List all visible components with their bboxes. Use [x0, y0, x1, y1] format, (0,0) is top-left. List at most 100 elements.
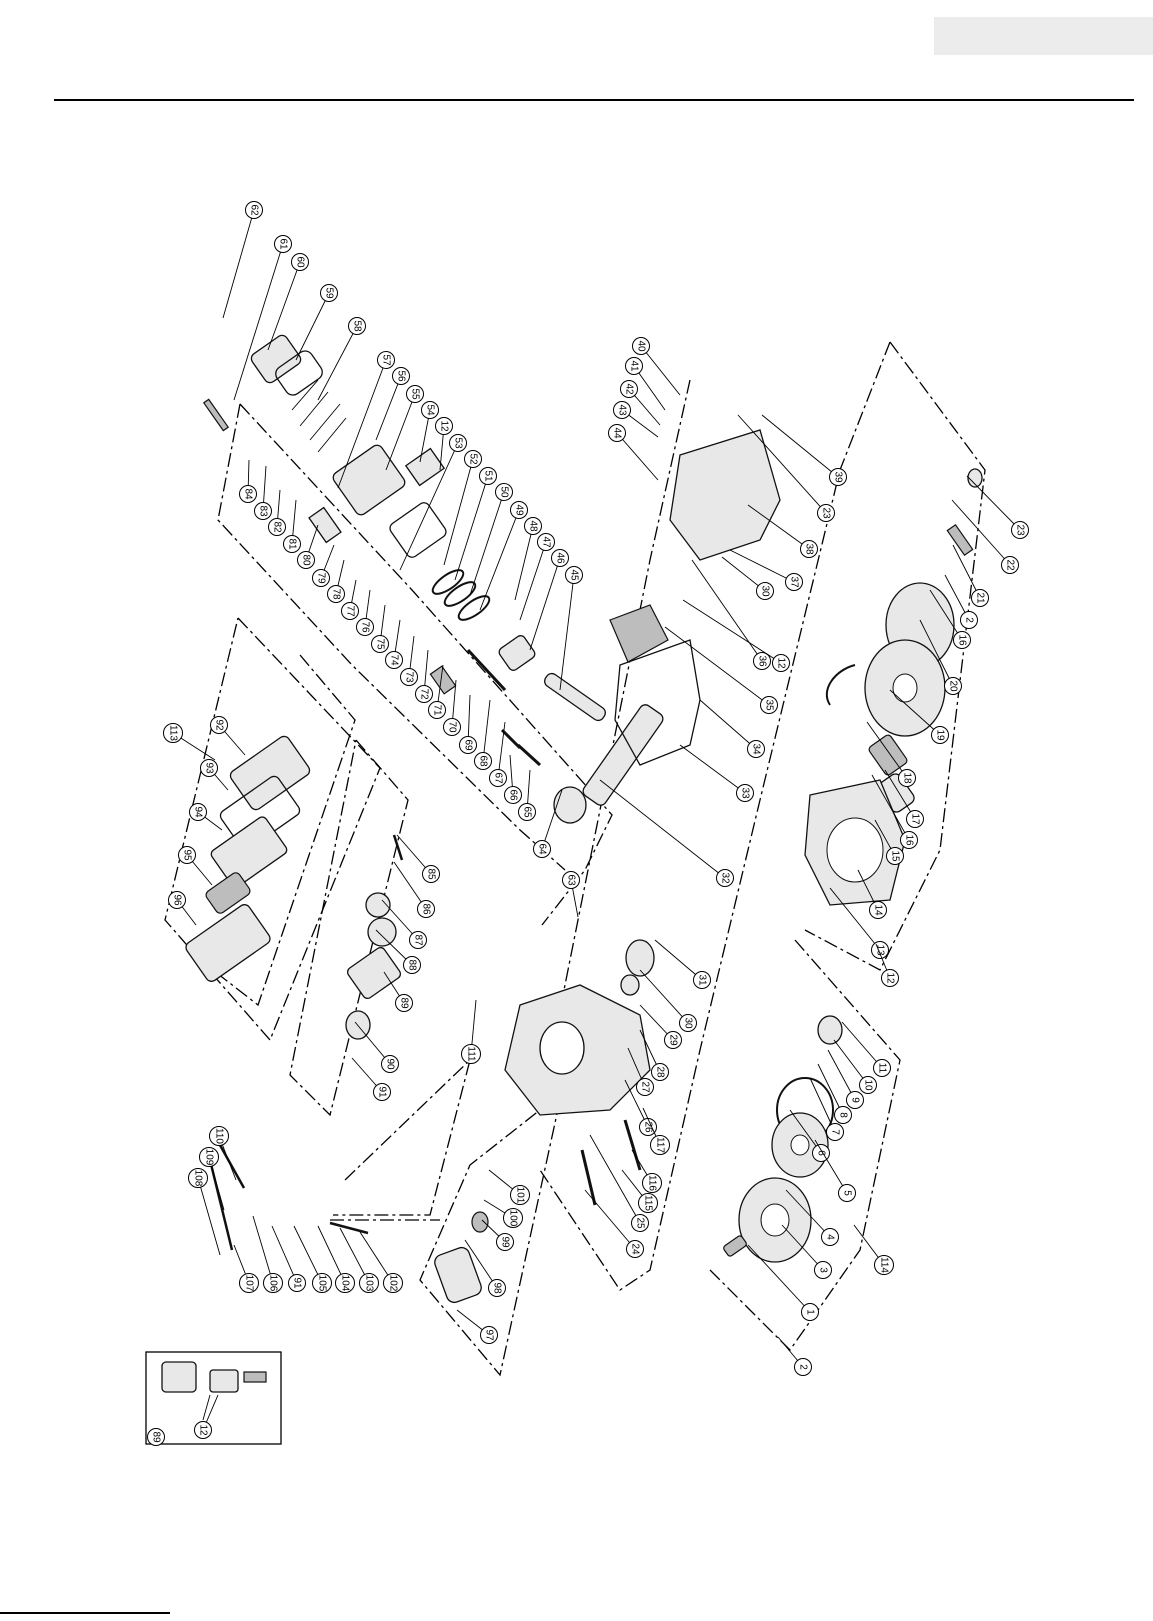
callout-leader — [952, 544, 981, 599]
callout-24: 24 — [584, 1189, 644, 1258]
callout-22: 22 — [951, 499, 1019, 574]
callout-number: 59 — [324, 287, 335, 299]
callout-leader — [519, 541, 547, 621]
callout-number: 29 — [668, 1034, 679, 1046]
callout-circle — [510, 501, 528, 519]
callout-32: 32 — [599, 779, 734, 887]
callout-number: 83 — [258, 505, 269, 517]
callout-circle — [785, 573, 803, 591]
callout-number: 110 — [214, 1128, 225, 1144]
callout-number: 89 — [399, 997, 410, 1009]
callout-circle — [650, 1135, 670, 1155]
callout-leader — [809, 1077, 836, 1133]
callout-number: 70 — [447, 721, 458, 733]
allen-key-part — [202, 398, 230, 432]
callout-leader — [866, 721, 908, 779]
callout-leader — [781, 1224, 824, 1271]
callout-circle — [679, 1014, 697, 1032]
callout-leader — [317, 325, 358, 401]
callout-number: 73 — [404, 671, 415, 683]
valve-cover-part — [250, 334, 302, 384]
callout-circle — [874, 1255, 894, 1275]
callout-64: 64 — [533, 789, 563, 858]
callout-94: 94 — [189, 803, 223, 831]
callout-leader — [589, 1134, 641, 1224]
callout-number: 56 — [396, 370, 407, 382]
callout-90: 90 — [354, 1021, 399, 1073]
cylinder-head-part — [332, 444, 406, 516]
callout-circle — [1011, 521, 1029, 539]
callout-84: 84 — [239, 459, 257, 503]
oil-seal-2-part — [620, 974, 640, 996]
callout-87: 87 — [381, 899, 427, 949]
valve-2-part — [516, 743, 542, 767]
callout-30: 30 — [639, 969, 697, 1032]
callout-number: 30 — [760, 585, 771, 597]
callout-number: 99 — [500, 1236, 511, 1248]
callout-number: 16 — [904, 834, 915, 846]
callout-76: 76 — [356, 589, 374, 636]
callout-circle — [385, 651, 403, 669]
ignition-wire-part — [825, 664, 856, 706]
callout-82: 82 — [268, 489, 286, 536]
air-filter-cover-part — [229, 735, 311, 811]
callout-circle — [409, 931, 427, 949]
governor-shaft-part — [623, 1119, 642, 1171]
callout-leader — [884, 769, 916, 820]
callout-circle — [760, 696, 778, 714]
callout-circle — [944, 677, 962, 695]
callout-69: 69 — [459, 694, 477, 754]
callout-91: 91 — [271, 1225, 306, 1292]
callout-circle — [814, 1261, 832, 1279]
callout-38: 38 — [747, 504, 818, 558]
head-bolts-part — [291, 379, 319, 411]
callout-leader — [761, 414, 839, 478]
callout-circle — [168, 891, 186, 909]
callout-number: 7 — [830, 1129, 841, 1135]
callout-number: 1 — [805, 1309, 816, 1315]
callout-leader — [747, 504, 810, 550]
callout-leader — [443, 458, 474, 566]
callout-circle — [518, 803, 536, 821]
flywheel-group-boundary — [804, 341, 986, 971]
callout-23: 23 — [966, 475, 1029, 539]
callout-12: 12 — [682, 599, 790, 672]
recoil-group-boundary — [709, 939, 901, 1352]
callout-52: 52 — [443, 450, 482, 566]
callout-number: 44 — [612, 427, 623, 439]
crankshaft-part — [582, 704, 664, 806]
callout-circle — [356, 618, 374, 636]
callout-leader — [393, 861, 427, 910]
callout-16: 16 — [929, 589, 971, 649]
callout-circle — [406, 385, 424, 403]
callout-49: 49 — [479, 501, 528, 611]
callout-number: 57 — [381, 354, 392, 366]
callout-circle — [747, 740, 765, 758]
callout-number: 23 — [821, 507, 832, 519]
callout-leader — [385, 393, 416, 471]
callout-circle — [461, 1044, 481, 1064]
callout-number: 85 — [426, 868, 437, 880]
air-filter-element-part — [210, 816, 288, 888]
callout-circle — [873, 1059, 891, 1077]
callout-number: 103 — [364, 1275, 375, 1292]
linkage-rod-part — [329, 1221, 369, 1235]
callout-circle — [871, 941, 889, 959]
callout-number: 88 — [407, 959, 418, 971]
callout-9: 9 — [827, 1049, 864, 1109]
callout-number: 10 — [863, 1079, 874, 1091]
callout-circle — [283, 535, 301, 553]
callout-number: 48 — [528, 520, 539, 532]
callout-circle — [642, 1173, 662, 1193]
callout-circle — [613, 401, 631, 419]
callout-circle — [971, 589, 989, 607]
rocker-arm-part — [308, 506, 342, 544]
callout-circle — [953, 631, 971, 649]
connecting-rod-part — [544, 672, 606, 722]
callout-leader — [464, 1239, 498, 1289]
callout-85: 85 — [396, 834, 440, 883]
callout-leader — [951, 499, 1011, 566]
callout-circle — [846, 1091, 864, 1109]
push-rod-part — [466, 648, 507, 692]
callout-61: 61 — [233, 235, 292, 401]
